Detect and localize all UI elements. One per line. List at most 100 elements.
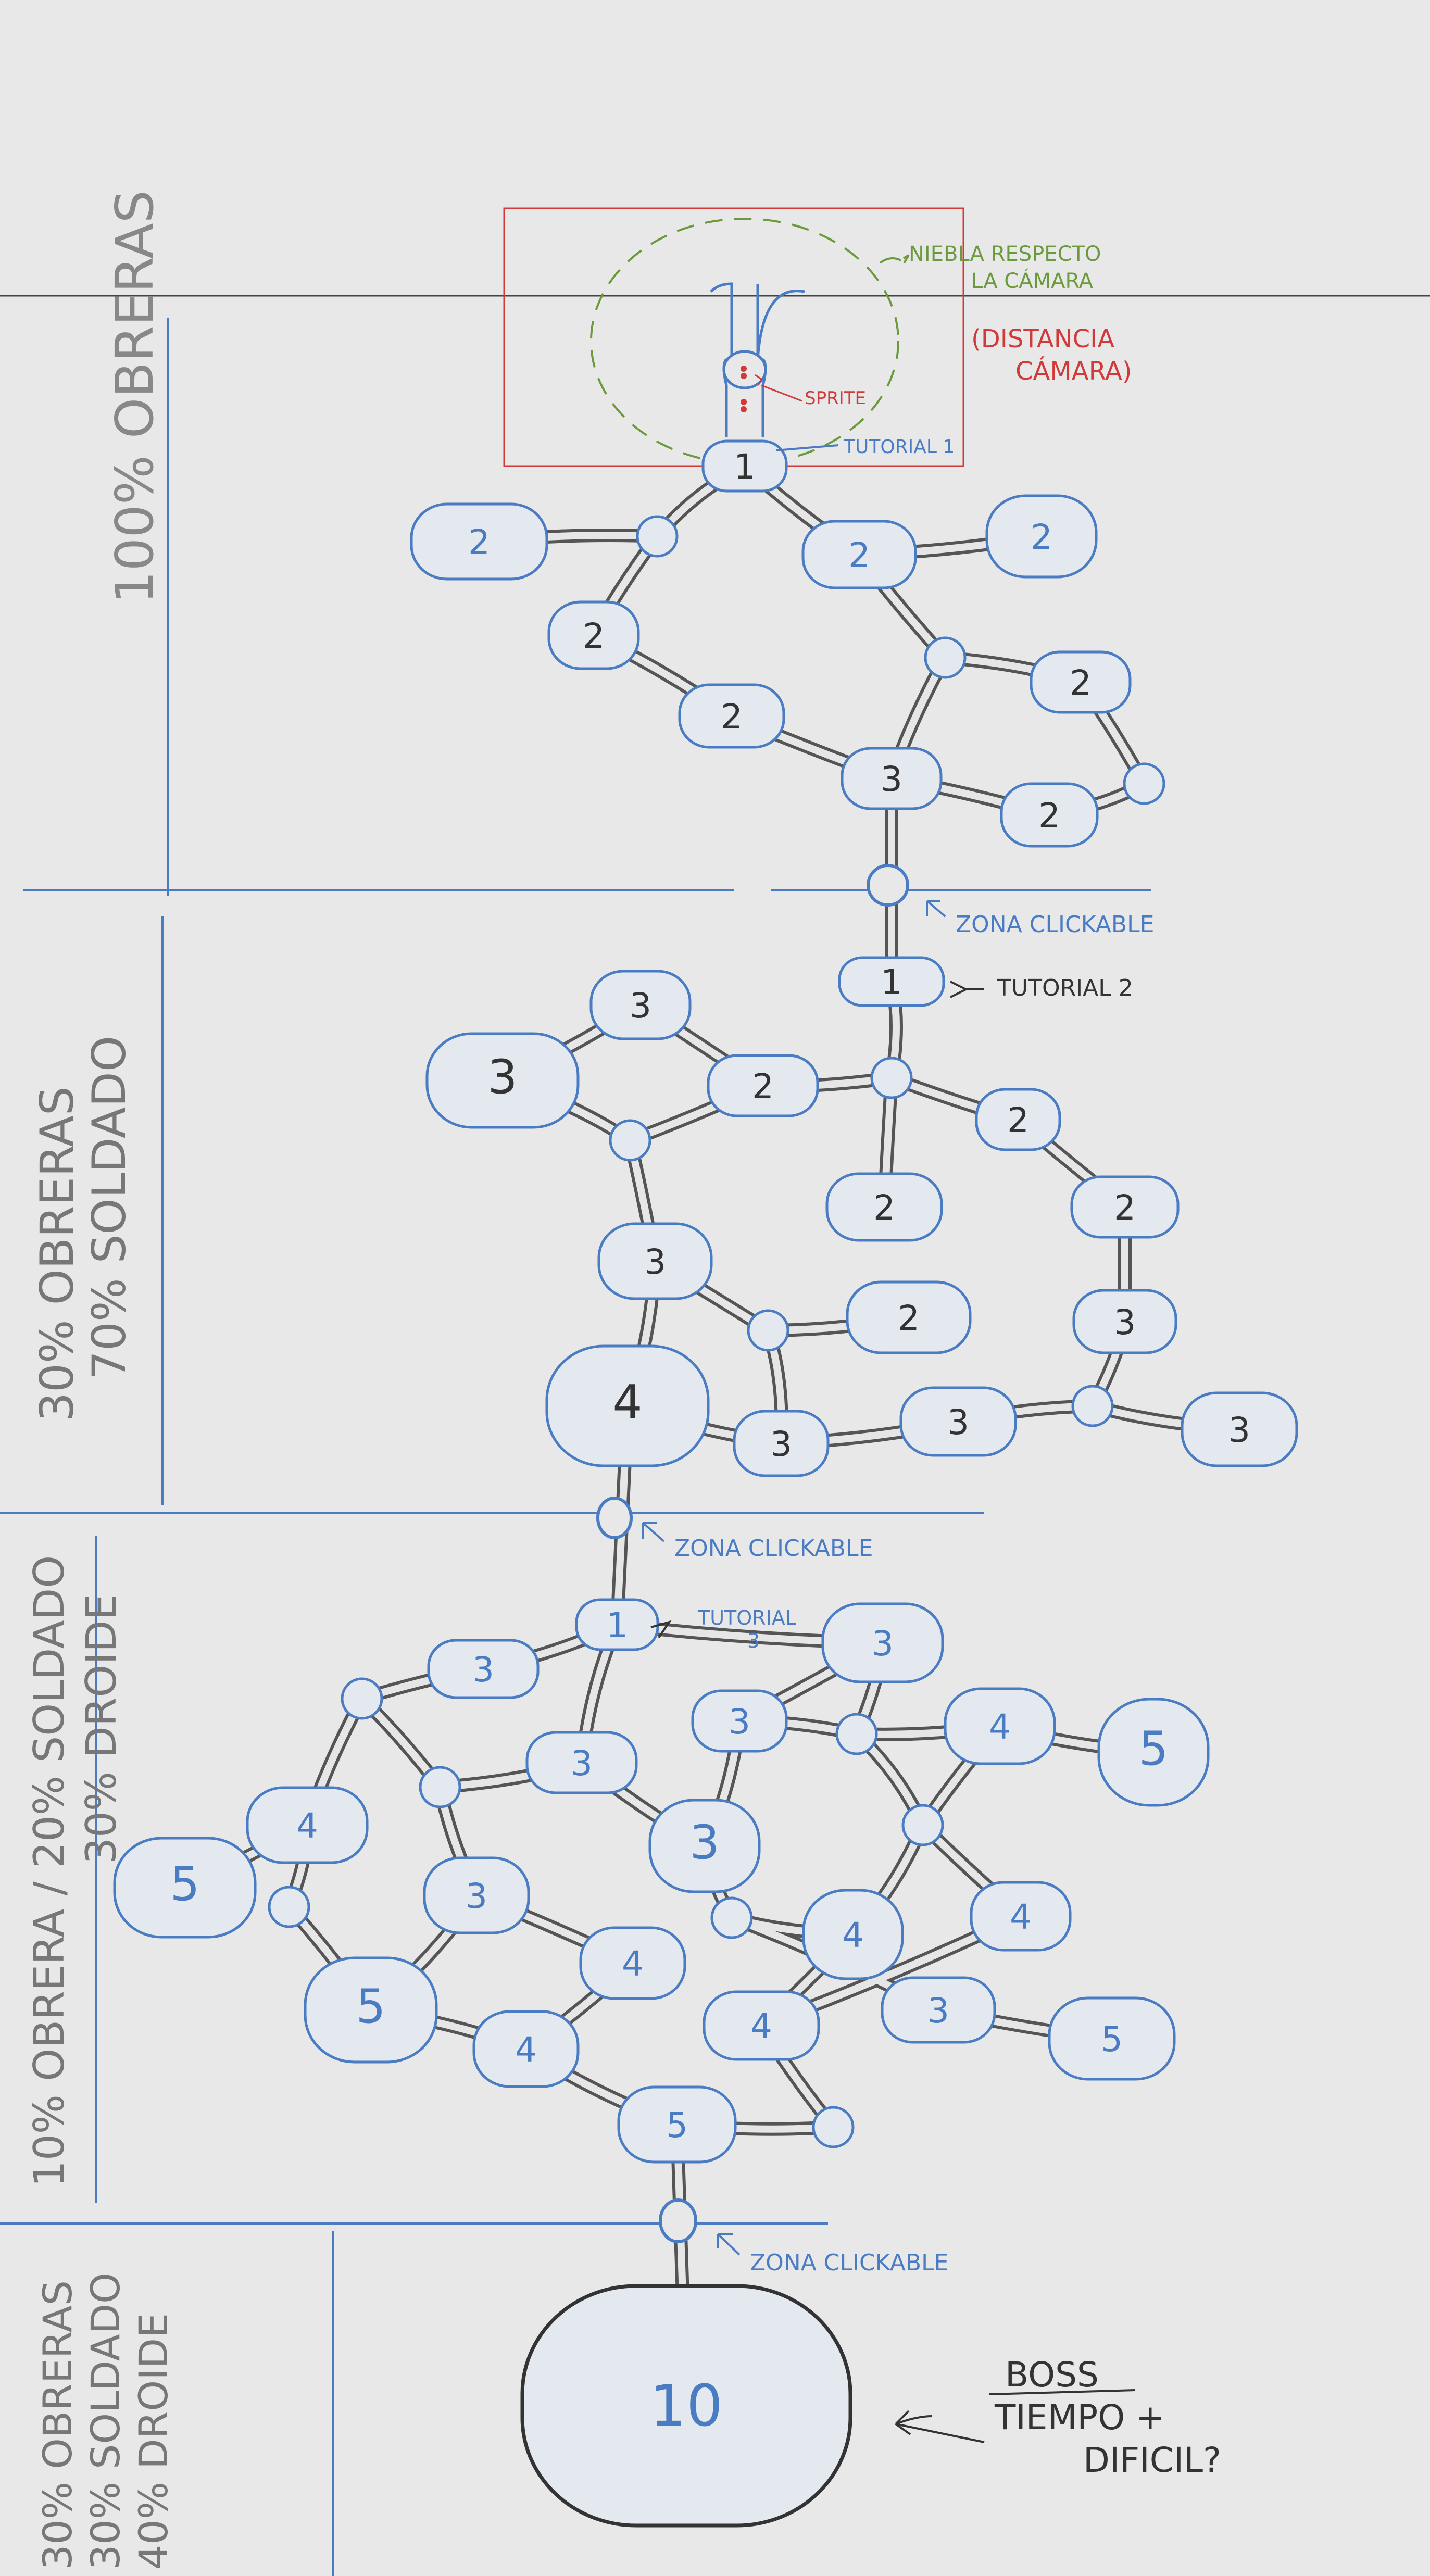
room-r3b[interactable]: 3 xyxy=(589,970,692,1040)
camera-frame xyxy=(503,207,964,467)
room-shape xyxy=(597,1222,713,1300)
room-shape xyxy=(423,1856,530,1934)
room-r3k[interactable]: 3 xyxy=(691,1689,788,1753)
room-r1b[interactable]: 1 xyxy=(838,956,945,1007)
room-r3f[interactable]: 3 xyxy=(733,1410,830,1477)
room-r2b[interactable]: 2 xyxy=(801,520,917,589)
room-r4a[interactable]: 4 xyxy=(545,1344,710,1467)
clickable-zones[interactable] xyxy=(596,864,909,2243)
room-r5e[interactable]: 5 xyxy=(617,2085,737,2164)
room-r4g[interactable]: 4 xyxy=(472,2010,580,2088)
room-r5b[interactable]: 5 xyxy=(113,1837,257,1939)
room-r3l[interactable]: 3 xyxy=(525,1731,638,1794)
room-shape xyxy=(701,439,788,493)
room-label: 2 xyxy=(1031,517,1052,557)
room-r4e[interactable]: 4 xyxy=(970,1881,1072,1952)
room-r2i[interactable]: 2 xyxy=(975,1088,1061,1151)
clickable-zone-3[interactable] xyxy=(659,2198,697,2243)
room-r2l[interactable]: 2 xyxy=(846,1280,972,1354)
room-r2k[interactable]: 2 xyxy=(1070,1175,1180,1239)
clickable-zone-2[interactable] xyxy=(596,1497,633,1539)
annotation-distancia: (DISTANCIA CÁMARA) xyxy=(971,323,1132,387)
junction-node xyxy=(747,1309,789,1352)
tutorial3-line-2: 3 xyxy=(747,1629,760,1652)
distancia-line-1: (DISTANCIA xyxy=(971,324,1115,354)
room-r2c[interactable]: 2 xyxy=(985,494,1098,579)
clickable-zone-1[interactable] xyxy=(867,864,909,907)
room-r3m[interactable]: 3 xyxy=(648,1799,761,1893)
zona-arrows xyxy=(642,444,946,2256)
room-shape xyxy=(821,1602,944,1683)
room-r5d[interactable]: 5 xyxy=(1048,1996,1176,2081)
room-r2e[interactable]: 2 xyxy=(678,683,785,749)
room-r1a[interactable]: 1 xyxy=(701,439,788,493)
room-r4h[interactable]: 4 xyxy=(703,1990,820,2061)
room-r5c[interactable]: 5 xyxy=(304,1956,438,2064)
room-shape xyxy=(944,1687,1056,1765)
room-shape xyxy=(678,683,785,749)
room-r3e[interactable]: 3 xyxy=(1072,1289,1177,1354)
junction-node xyxy=(812,2106,855,2148)
room-label: 3 xyxy=(927,1991,949,2031)
annotation-tutorial-3: TUTORIAL 3 xyxy=(698,1606,796,1652)
room-r5a[interactable]: 5 xyxy=(1097,1698,1210,1807)
room-r3c[interactable]: 3 xyxy=(425,1032,580,1129)
distancia-line-2: CÁMARA) xyxy=(1015,357,1132,386)
room-shape xyxy=(520,2284,852,2528)
room-r3g[interactable]: 3 xyxy=(899,1386,1017,1457)
room-r3n[interactable]: 3 xyxy=(423,1856,530,1934)
room-r10[interactable]: 10 xyxy=(520,2284,852,2528)
room-label: 4 xyxy=(612,1375,642,1430)
room-r1c[interactable]: 1 xyxy=(575,1598,659,1651)
room-r3i[interactable]: 3 xyxy=(427,1639,540,1699)
room-r4b[interactable]: 4 xyxy=(944,1687,1056,1765)
room-shape xyxy=(1048,1996,1176,2081)
room-r2h[interactable]: 2 xyxy=(707,1054,819,1117)
room-shape xyxy=(1097,1698,1210,1807)
junction-node xyxy=(901,1804,944,1846)
junction-node xyxy=(1123,762,1165,805)
room-r3a[interactable]: 3 xyxy=(841,747,943,810)
room-r4c[interactable]: 4 xyxy=(246,1786,369,1864)
room-label: 2 xyxy=(721,697,743,737)
boss-line-1: BOSS xyxy=(1005,2355,1099,2395)
annotation-tutorial-1: TUTORIAL 1 xyxy=(844,436,955,458)
room-r2a[interactable]: 2 xyxy=(410,502,548,581)
junction-node xyxy=(710,1896,753,1939)
junction-node xyxy=(419,1766,461,1808)
room-label: 3 xyxy=(872,1624,894,1664)
room-label: 3 xyxy=(770,1424,792,1464)
junction-node xyxy=(1071,1385,1114,1427)
room-r3h[interactable]: 3 xyxy=(1181,1391,1298,1467)
zone-2-line-1: 30% OBRERAS xyxy=(30,1086,84,1422)
room-r3d[interactable]: 3 xyxy=(597,1222,713,1300)
room-shape xyxy=(304,1956,438,2064)
room-label: 3 xyxy=(729,1702,750,1742)
room-r2j[interactable]: 2 xyxy=(825,1172,943,1242)
room-r2d[interactable]: 2 xyxy=(547,600,640,670)
room-label: 1 xyxy=(734,447,756,487)
room-r3j[interactable]: 3 xyxy=(821,1602,944,1683)
junction-node xyxy=(636,515,679,558)
room-r2g[interactable]: 2 xyxy=(1000,782,1099,848)
room-label: 4 xyxy=(750,2006,772,2046)
room-r4d[interactable]: 4 xyxy=(579,1926,686,2000)
zone-label-2: 30% OBRERAS 70% SOLDADO xyxy=(30,1036,136,1422)
room-shape xyxy=(617,2085,737,2164)
room-shape xyxy=(838,956,945,1007)
room-label: 3 xyxy=(487,1050,517,1104)
room-shape xyxy=(1000,782,1099,848)
room-r4f[interactable]: 4 xyxy=(802,1889,904,1980)
niebla-line-1: NIEBLA RESPECTO xyxy=(909,242,1101,266)
room-label: 3 xyxy=(947,1402,969,1442)
room-r2f[interactable]: 2 xyxy=(1030,650,1132,714)
room-label: 3 xyxy=(472,1650,494,1690)
junctions xyxy=(268,515,1165,2148)
sprite-dots xyxy=(741,366,747,412)
room-shape xyxy=(802,1889,904,1980)
room-r3o[interactable]: 3 xyxy=(881,1976,996,2044)
room-label: 10 xyxy=(650,2372,723,2439)
room-shape xyxy=(1181,1391,1298,1467)
